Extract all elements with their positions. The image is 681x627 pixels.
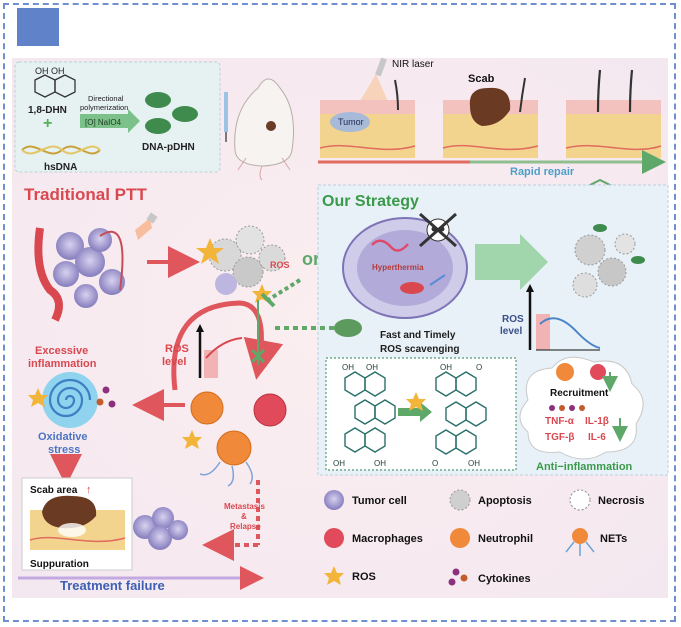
svg-text:NETs: NETs [600,533,627,545]
strategy-title: Our Strategy [322,193,419,210]
oxidation-arrow [398,402,432,422]
skull-icon [419,212,457,248]
strategy-ros-chart: ROS level [500,284,601,351]
tumor-label: Tumor [338,117,364,127]
tgf-label: TGF-β [545,432,574,443]
template-label: hsDNA [44,162,77,173]
anti-inflammation-label: Anti−inflammation [536,461,633,473]
synthesis-arrow [80,109,140,133]
svg-text:stress: stress [48,444,80,456]
scab-area-panel: Scab area ↑ Suppuration [21,477,133,571]
dna-pdhn-particle [334,319,362,337]
svg-text:Tumor cell: Tumor cell [352,495,407,507]
corner-label-box [17,8,59,46]
svg-text:ROS: ROS [352,571,376,583]
svg-text:Metastasis: Metastasis [224,502,265,511]
step-line2: polymerization [80,103,128,112]
skin-sequence: NIR laser Tumor Scab Rapid repair [318,57,666,199]
plus-icon: + [43,115,52,132]
svg-text:Macrophages: Macrophages [352,533,423,545]
synthesis-panel: OH OH 1,8-DHN + hsDNA Directional polyme… [14,61,221,173]
recruitment-cloud: Recruitment TNF-α IL-1β TGF-β IL-6 [519,356,644,460]
laser-label: NIR laser [392,59,434,70]
svg-text:level: level [162,356,186,368]
repair-label: Rapid repair [510,166,575,178]
svg-text:OH: OH [366,363,378,372]
tnf-label: TNF-α [545,416,575,427]
recruitment-label: Recruitment [550,388,609,399]
strategy-arrow [475,234,548,290]
dhn-structure [34,74,76,98]
legend: Tumor cell Apoptosis Necrosis Macrophage… [324,489,644,586]
apoptosis-cluster [572,224,645,298]
necrosis-cluster [196,225,286,303]
legend-necrosis: Necrosis [569,489,644,511]
ros-label-center: ROS [270,260,290,270]
ros-star-icon [406,392,426,411]
product-label: DNA-pDHN [142,142,195,153]
traditional-ros-chart: ROS level [162,300,284,391]
failure-label: Treatment failure [60,578,165,593]
svg-text:Oxidative: Oxidative [38,431,88,443]
hyperthermia-label: Hyperthermia [372,263,424,272]
svg-text:&: & [241,512,247,521]
inflammation-panel: Excessive inflammation Oxidative stress [28,345,116,486]
immune-cells [182,391,287,487]
nanoparticle-icon [145,92,171,108]
svg-text:level: level [500,326,522,337]
legend-neutrophil: Neutrophil [450,528,533,548]
legend-nets: NETs [565,528,627,556]
scab-label: Scab [468,73,495,85]
svg-text:Apoptosis: Apoptosis [478,495,532,507]
up-arrow-icon: ↑ [86,484,92,496]
scavenging-inhibit-line [266,278,302,302]
svg-text:Cytokines: Cytokines [478,573,531,585]
svg-text:O: O [432,459,438,468]
traditional-title: Traditional PTT [24,185,147,204]
svg-text:OH: OH [342,363,354,372]
reagent-label: [O] NaIO4 [85,118,122,127]
legend-ros: ROS [324,566,376,585]
legend-cytokines: Cytokines [448,568,531,586]
svg-text:inflammation: inflammation [28,358,97,370]
monomer-oh-label: OH OH [35,66,65,76]
or-label: or [302,249,320,269]
svg-text:Neutrophil: Neutrophil [478,533,533,545]
svg-text:ROS: ROS [165,343,189,355]
il1-label: IL-1β [585,416,609,427]
fast-label-2: ROS scavenging [380,344,459,355]
metastasis-cluster [133,507,188,550]
svg-text:OH: OH [440,363,452,372]
strategy-panel: Our Strategy Hyperthermia Fast and Timel… [317,184,669,476]
svg-text:O: O [476,363,482,372]
svg-text:OH: OH [333,459,345,468]
svg-text:Scab area: Scab area [30,485,78,496]
legend-tumor-cell: Tumor cell [324,490,407,510]
figure-frame [3,3,676,622]
svg-text:Excessive: Excessive [35,345,88,357]
svg-text:ROS: ROS [502,314,524,325]
fast-label-1: Fast and Timely [380,330,456,341]
svg-text:Suppuration: Suppuration [30,559,89,570]
legend-macrophages: Macrophages [324,528,423,548]
svg-text:Relapse: Relapse [230,522,261,531]
svg-text:OH: OH [374,459,386,468]
tumor-tissue [34,212,158,322]
svg-text:OH: OH [468,459,480,468]
mouse-illustration [224,78,294,181]
step-line1: Directional [88,94,124,103]
svg-text:Necrosis: Necrosis [598,495,644,507]
mouse-tumor-icon [266,121,276,131]
monomer-label: 1,8-DHN [28,105,67,116]
legend-apoptosis: Apoptosis [449,489,532,511]
il6-label: IL-6 [588,432,606,443]
